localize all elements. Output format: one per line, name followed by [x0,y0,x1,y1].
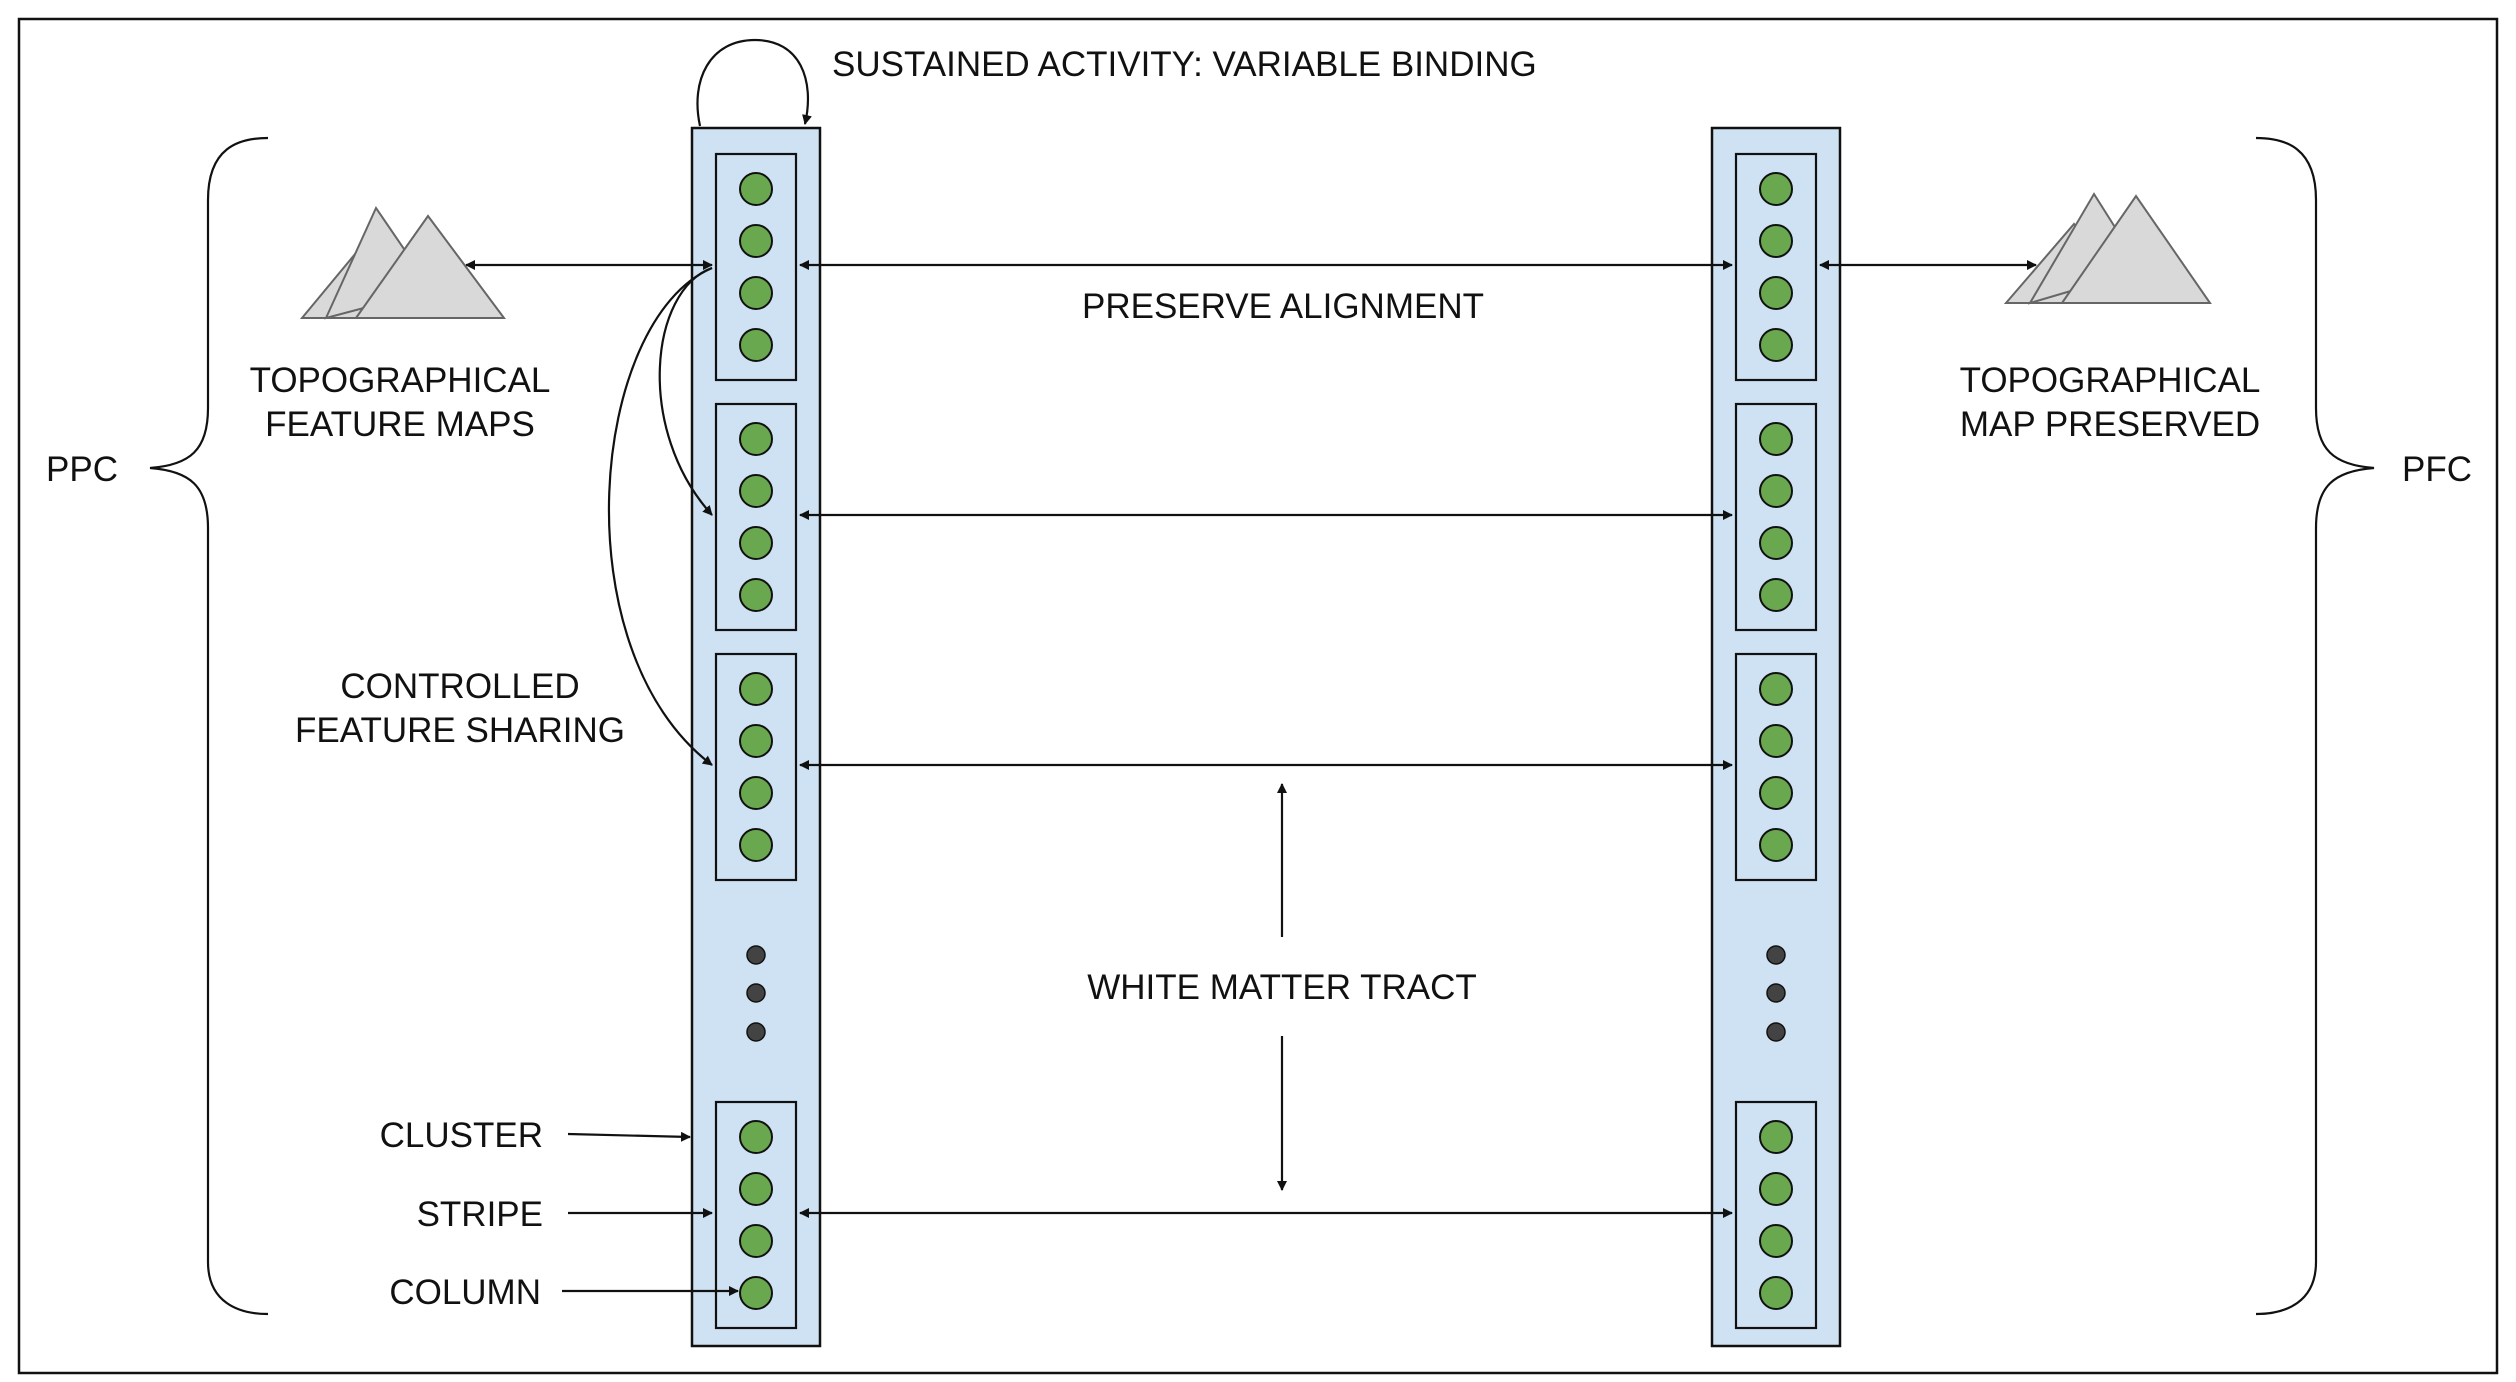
pfc-column-1-2 [1759,224,1793,258]
controlled-feature-sharing-line2: FEATURE SHARING [295,711,625,750]
pfc-ellipsis-dot-2 [1766,983,1786,1003]
pfc-column-4-3 [1759,1224,1793,1258]
pfc-brace [2255,136,2375,1316]
stripe-label: STRIPE [417,1195,543,1234]
pfc-column-2-3 [1759,526,1793,560]
pfc-column-2-4 [1759,578,1793,612]
feature-sharing-arrow-1 [658,266,713,516]
ppc-column-1-3 [739,276,773,310]
ppc-column-2-3 [739,526,773,560]
pfc-column-3-2 [1759,724,1793,758]
ppc-brace [149,136,269,1316]
cluster-label: CLUSTER [380,1116,543,1155]
feature-sharing-arrow-2 [607,266,713,766]
controlled-feature-sharing-line1: CONTROLLED [340,667,579,706]
ppc-column-4-4 [739,1276,773,1310]
ppc-ellipsis-dot-3 [746,1022,766,1042]
pfc-column-1-1 [1759,172,1793,206]
right-mountain-icon [2003,192,2212,305]
topographical-feature-maps-line1: TOPOGRAPHICAL [250,361,551,400]
clusters-layer [714,152,1818,1330]
ppc-column-4-1 [739,1120,773,1154]
pfc-column-3-3 [1759,776,1793,810]
topographical-feature-maps-line2: FEATURE MAPS [265,405,535,444]
ppc-column-3-1 [739,672,773,706]
ppc-column-2-4 [739,578,773,612]
ppc-column-1-1 [739,172,773,206]
ppc-column-3-2 [739,724,773,758]
cluster-pointer [567,1131,691,1142]
sustained-activity-loop [696,38,812,127]
ppc-column-3-4 [739,828,773,862]
pfc-column-3-1 [1759,672,1793,706]
pfc-column-2-1 [1759,422,1793,456]
pfc-ellipsis-dot-3 [1766,1022,1786,1042]
pfc-column-1-3 [1759,276,1793,310]
pfc-column-1-4 [1759,328,1793,362]
pfc-column-3-4 [1759,828,1793,862]
ppc-column-3-3 [739,776,773,810]
ppc-column-1-4 [739,328,773,362]
topographical-map-preserved-line1: TOPOGRAPHICAL [1960,361,2261,400]
outer-frame [17,17,2499,1375]
pfc-ellipsis-dot-1 [1766,945,1786,965]
ppc-column-2-1 [739,422,773,456]
pfc-column-4-2 [1759,1172,1793,1206]
sustained-activity-label: SUSTAINED ACTIVITY: VARIABLE BINDING [832,45,1537,84]
ppc-column-4-2 [739,1172,773,1206]
left-mountain-icon [299,205,506,320]
ppc-ellipsis-dot-2 [746,983,766,1003]
pfc-column-4-4 [1759,1276,1793,1310]
ppc-ellipsis-dot-1 [746,945,766,965]
ppc-column-4-3 [739,1224,773,1258]
column-label: COLUMN [389,1273,541,1312]
pfc-label: PFC [2402,450,2472,489]
pfc-column-4-1 [1759,1120,1793,1154]
ppc-column-1-2 [739,224,773,258]
ppc-column-2-2 [739,474,773,508]
pfc-column-2-2 [1759,474,1793,508]
topographical-map-preserved-line2: MAP PRESERVED [1960,405,2260,444]
preserve-alignment-label: PRESERVE ALIGNMENT [1082,287,1484,326]
white-matter-tract-label: WHITE MATTER TRACT [1087,968,1477,1007]
ppc-label: PPC [46,450,118,489]
